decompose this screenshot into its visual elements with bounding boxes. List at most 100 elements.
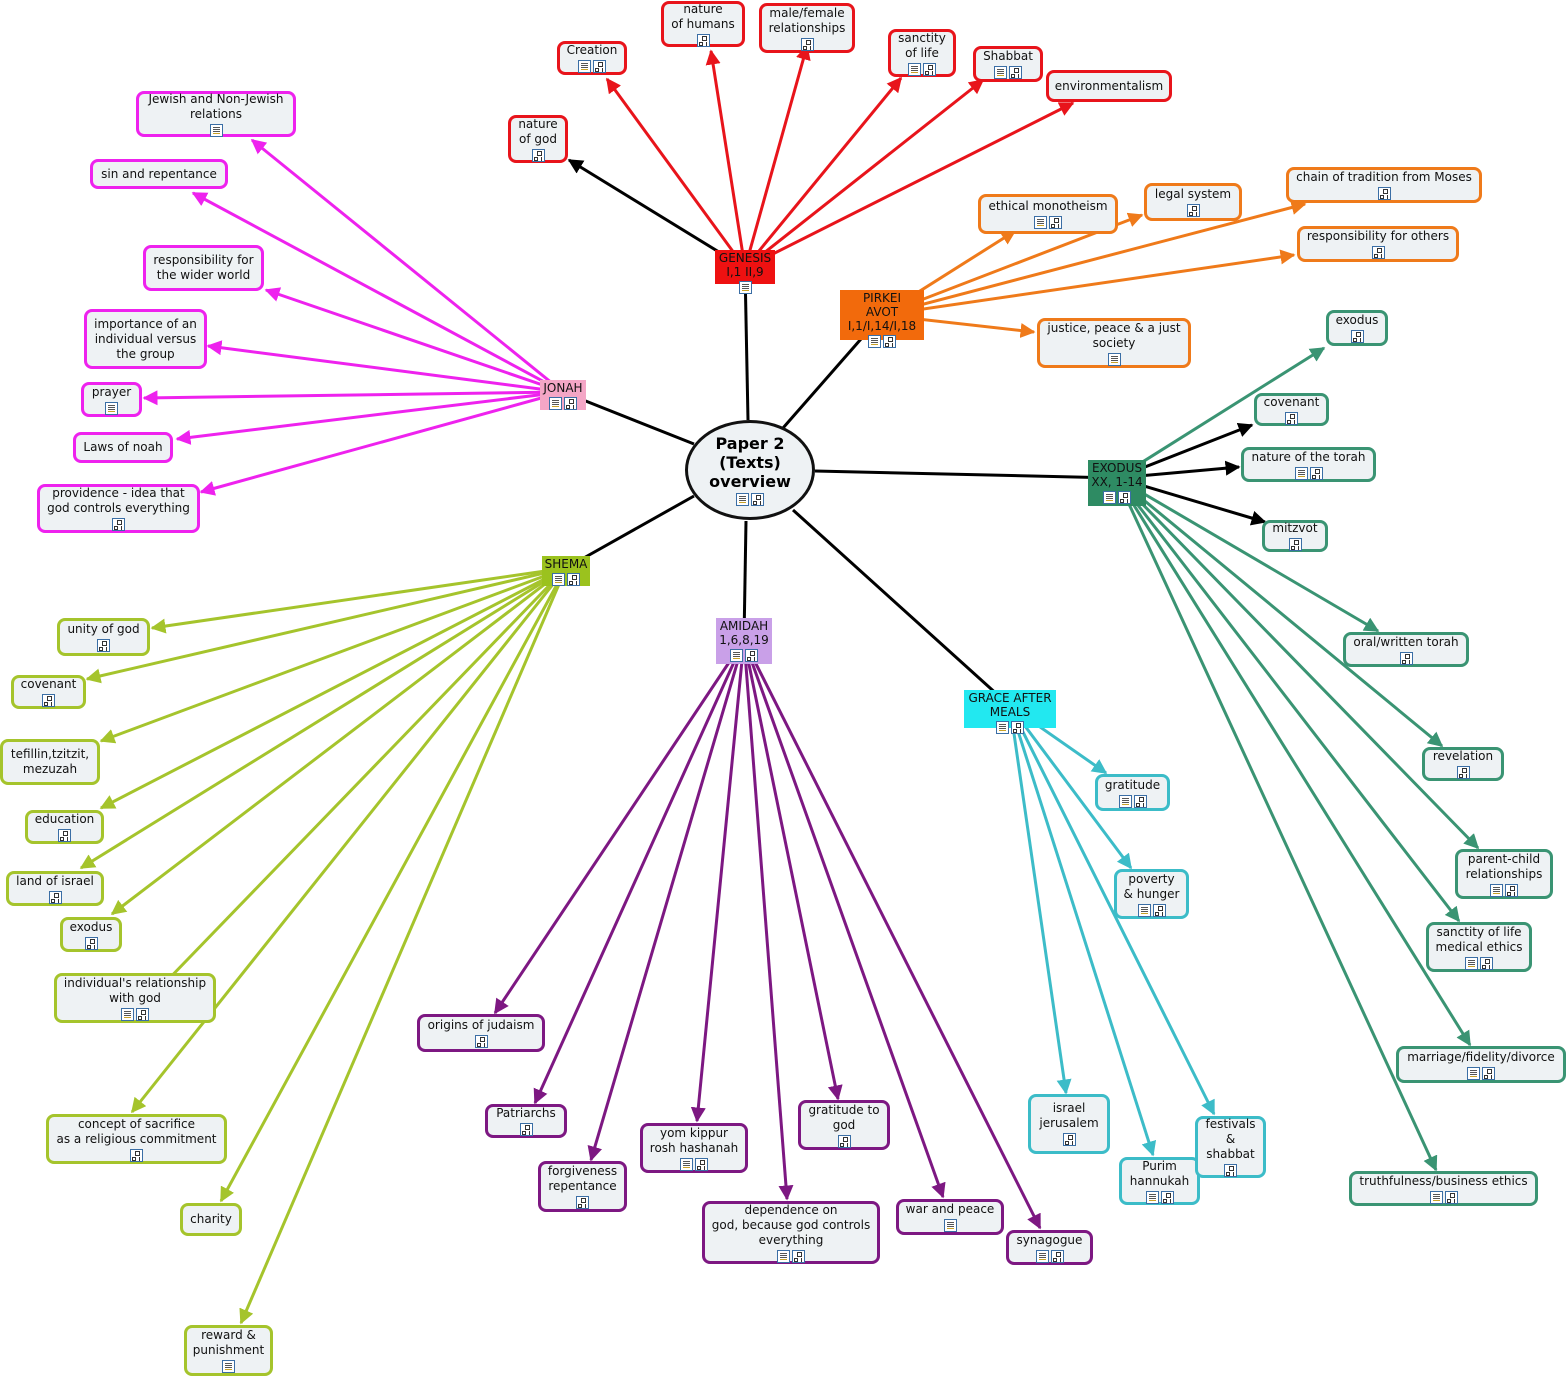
concept-map-icon[interactable] — [1482, 1066, 1495, 1080]
concept-map-icon[interactable] — [745, 649, 758, 662]
document-icon[interactable] — [1429, 1190, 1443, 1204]
exodus-topic-node[interactable]: oral/written torah — [1343, 632, 1469, 667]
concept-map-icon[interactable] — [1480, 956, 1493, 970]
document-icon[interactable] — [1103, 491, 1116, 504]
grace-topic-node[interactable]: poverty & hunger — [1114, 869, 1189, 919]
concept-map-icon[interactable] — [519, 1123, 533, 1136]
pirkei-topic-node[interactable]: justice, peace & a just society — [1037, 318, 1191, 368]
shema-hub-node[interactable]: SHEMA — [542, 556, 590, 586]
concept-map-icon[interactable] — [1399, 651, 1413, 665]
document-icon[interactable] — [121, 1007, 134, 1021]
pirkei-topic-node[interactable]: responsibility for others — [1297, 226, 1459, 262]
document-icon[interactable] — [680, 1157, 693, 1171]
concept-map-icon[interactable] — [1160, 1190, 1174, 1204]
document-icon[interactable] — [1294, 466, 1308, 480]
document-icon[interactable] — [943, 1219, 957, 1232]
document-icon[interactable] — [738, 281, 752, 294]
concept-map-icon[interactable] — [48, 890, 62, 904]
document-icon[interactable] — [549, 397, 562, 410]
document-icon[interactable] — [1467, 1066, 1480, 1080]
grace-topic-node[interactable]: festivals & shabbat — [1195, 1116, 1266, 1178]
genesis-topic-node[interactable]: sanctity of life — [888, 29, 956, 77]
concept-map-icon[interactable] — [1062, 1133, 1076, 1146]
document-icon[interactable] — [1107, 352, 1121, 366]
concept-map-icon[interactable] — [474, 1035, 488, 1048]
exodus-topic-node[interactable]: revelation — [1422, 747, 1504, 781]
amidah-topic-node[interactable]: forgiveness repentance — [538, 1161, 627, 1212]
jonah-topic-node[interactable]: Laws of noah — [73, 432, 173, 463]
concept-map-icon[interactable] — [593, 60, 606, 73]
amidah-hub-node[interactable]: AMIDAH 1,6,8,19 — [716, 618, 772, 664]
exodus-topic-node[interactable]: parent-child relationships — [1455, 849, 1553, 899]
document-icon[interactable] — [777, 1249, 790, 1263]
document-icon[interactable] — [1490, 883, 1503, 897]
concept-map-icon[interactable] — [1505, 883, 1518, 897]
genesis-hub-node[interactable]: GENESIS I,1 II,9 — [715, 250, 775, 294]
concept-map-icon[interactable] — [531, 148, 545, 162]
jonah-topic-node[interactable]: providence - idea that god controls ever… — [37, 484, 200, 533]
exodus-hub-node[interactable]: EXODUS XX, 1-14 — [1088, 460, 1146, 506]
exodus-topic-node[interactable]: nature of the torah — [1241, 447, 1376, 482]
exodus-topic-node[interactable]: truthfulness/business ethics — [1349, 1171, 1538, 1206]
genesis-topic-node[interactable]: Creation — [557, 41, 627, 75]
concept-map-icon[interactable] — [837, 1134, 851, 1148]
concept-map-icon[interactable] — [97, 639, 110, 652]
concept-map-icon[interactable] — [576, 1196, 589, 1209]
pirkei-hub-node[interactable]: PIRKEI AVOT I,1/I,14/I,18 — [840, 290, 924, 348]
concept-map-icon[interactable] — [567, 573, 580, 586]
document-icon[interactable] — [736, 492, 749, 506]
concept-map-icon[interactable] — [564, 397, 577, 410]
pirkei-topic-node[interactable]: ethical monotheism — [978, 194, 1118, 234]
document-icon[interactable] — [868, 335, 881, 348]
grace-topic-node[interactable]: Purim hannukah — [1119, 1157, 1200, 1205]
concept-map-icon[interactable] — [130, 1148, 143, 1162]
exodus-topic-node[interactable]: mitzvot — [1262, 520, 1328, 552]
document-icon[interactable] — [1465, 956, 1478, 970]
concept-map-icon[interactable] — [696, 33, 710, 47]
shema-topic-node[interactable]: covenant — [11, 675, 86, 709]
shema-topic-node[interactable]: land of israel — [6, 871, 104, 906]
document-icon[interactable] — [1035, 1249, 1049, 1263]
concept-map-icon[interactable] — [1285, 411, 1298, 425]
central-topic-node[interactable]: Paper 2 (Texts) overview — [685, 420, 815, 520]
concept-map-icon[interactable] — [58, 829, 71, 842]
concept-map-icon[interactable] — [1224, 1164, 1237, 1177]
shema-topic-node[interactable]: exodus — [60, 917, 122, 952]
concept-map-icon[interactable] — [112, 518, 125, 531]
document-icon[interactable] — [1145, 1190, 1159, 1204]
exodus-topic-node[interactable]: marriage/fidelity/divorce — [1396, 1046, 1566, 1083]
concept-map-icon[interactable] — [923, 62, 936, 76]
jonah-topic-node[interactable]: prayer — [81, 382, 142, 417]
amidah-topic-node[interactable]: dependence on god, because god controls … — [702, 1201, 880, 1264]
amidah-topic-node[interactable]: war and peace — [896, 1199, 1004, 1235]
document-icon[interactable] — [552, 573, 565, 586]
document-icon[interactable] — [994, 66, 1007, 79]
concept-map-icon[interactable] — [1186, 204, 1200, 217]
grace-topic-node[interactable]: israel jerusalem — [1028, 1094, 1110, 1154]
document-icon[interactable] — [1034, 216, 1047, 229]
concept-map-icon[interactable] — [1350, 330, 1364, 343]
document-icon[interactable] — [908, 62, 921, 76]
document-icon[interactable] — [996, 721, 1009, 734]
shema-topic-node[interactable]: charity — [180, 1203, 242, 1236]
concept-map-icon[interactable] — [136, 1007, 149, 1021]
jonah-topic-node[interactable]: responsibility for the wider world — [143, 245, 264, 291]
concept-map-icon[interactable] — [1050, 1249, 1064, 1263]
amidah-topic-node[interactable]: synagogue — [1006, 1230, 1093, 1265]
concept-map-icon[interactable] — [1011, 721, 1024, 734]
concept-map-icon[interactable] — [84, 936, 98, 950]
genesis-topic-node[interactable]: nature of god — [508, 115, 568, 163]
document-icon[interactable] — [222, 1360, 235, 1373]
jonah-topic-node[interactable]: sin and repentance — [90, 159, 228, 189]
shema-topic-node[interactable]: unity of god — [57, 618, 150, 656]
concept-map-icon[interactable] — [42, 694, 55, 707]
genesis-topic-node[interactable]: environmentalism — [1046, 70, 1172, 102]
document-icon[interactable] — [730, 649, 743, 662]
concept-map-icon[interactable] — [1288, 538, 1302, 551]
document-icon[interactable] — [1137, 903, 1151, 917]
concept-map-icon[interactable] — [1133, 794, 1147, 808]
document-icon[interactable] — [1118, 794, 1132, 808]
concept-map-icon[interactable] — [1152, 903, 1166, 917]
exodus-topic-node[interactable]: exodus — [1326, 310, 1388, 346]
concept-map-icon[interactable] — [1118, 491, 1131, 504]
